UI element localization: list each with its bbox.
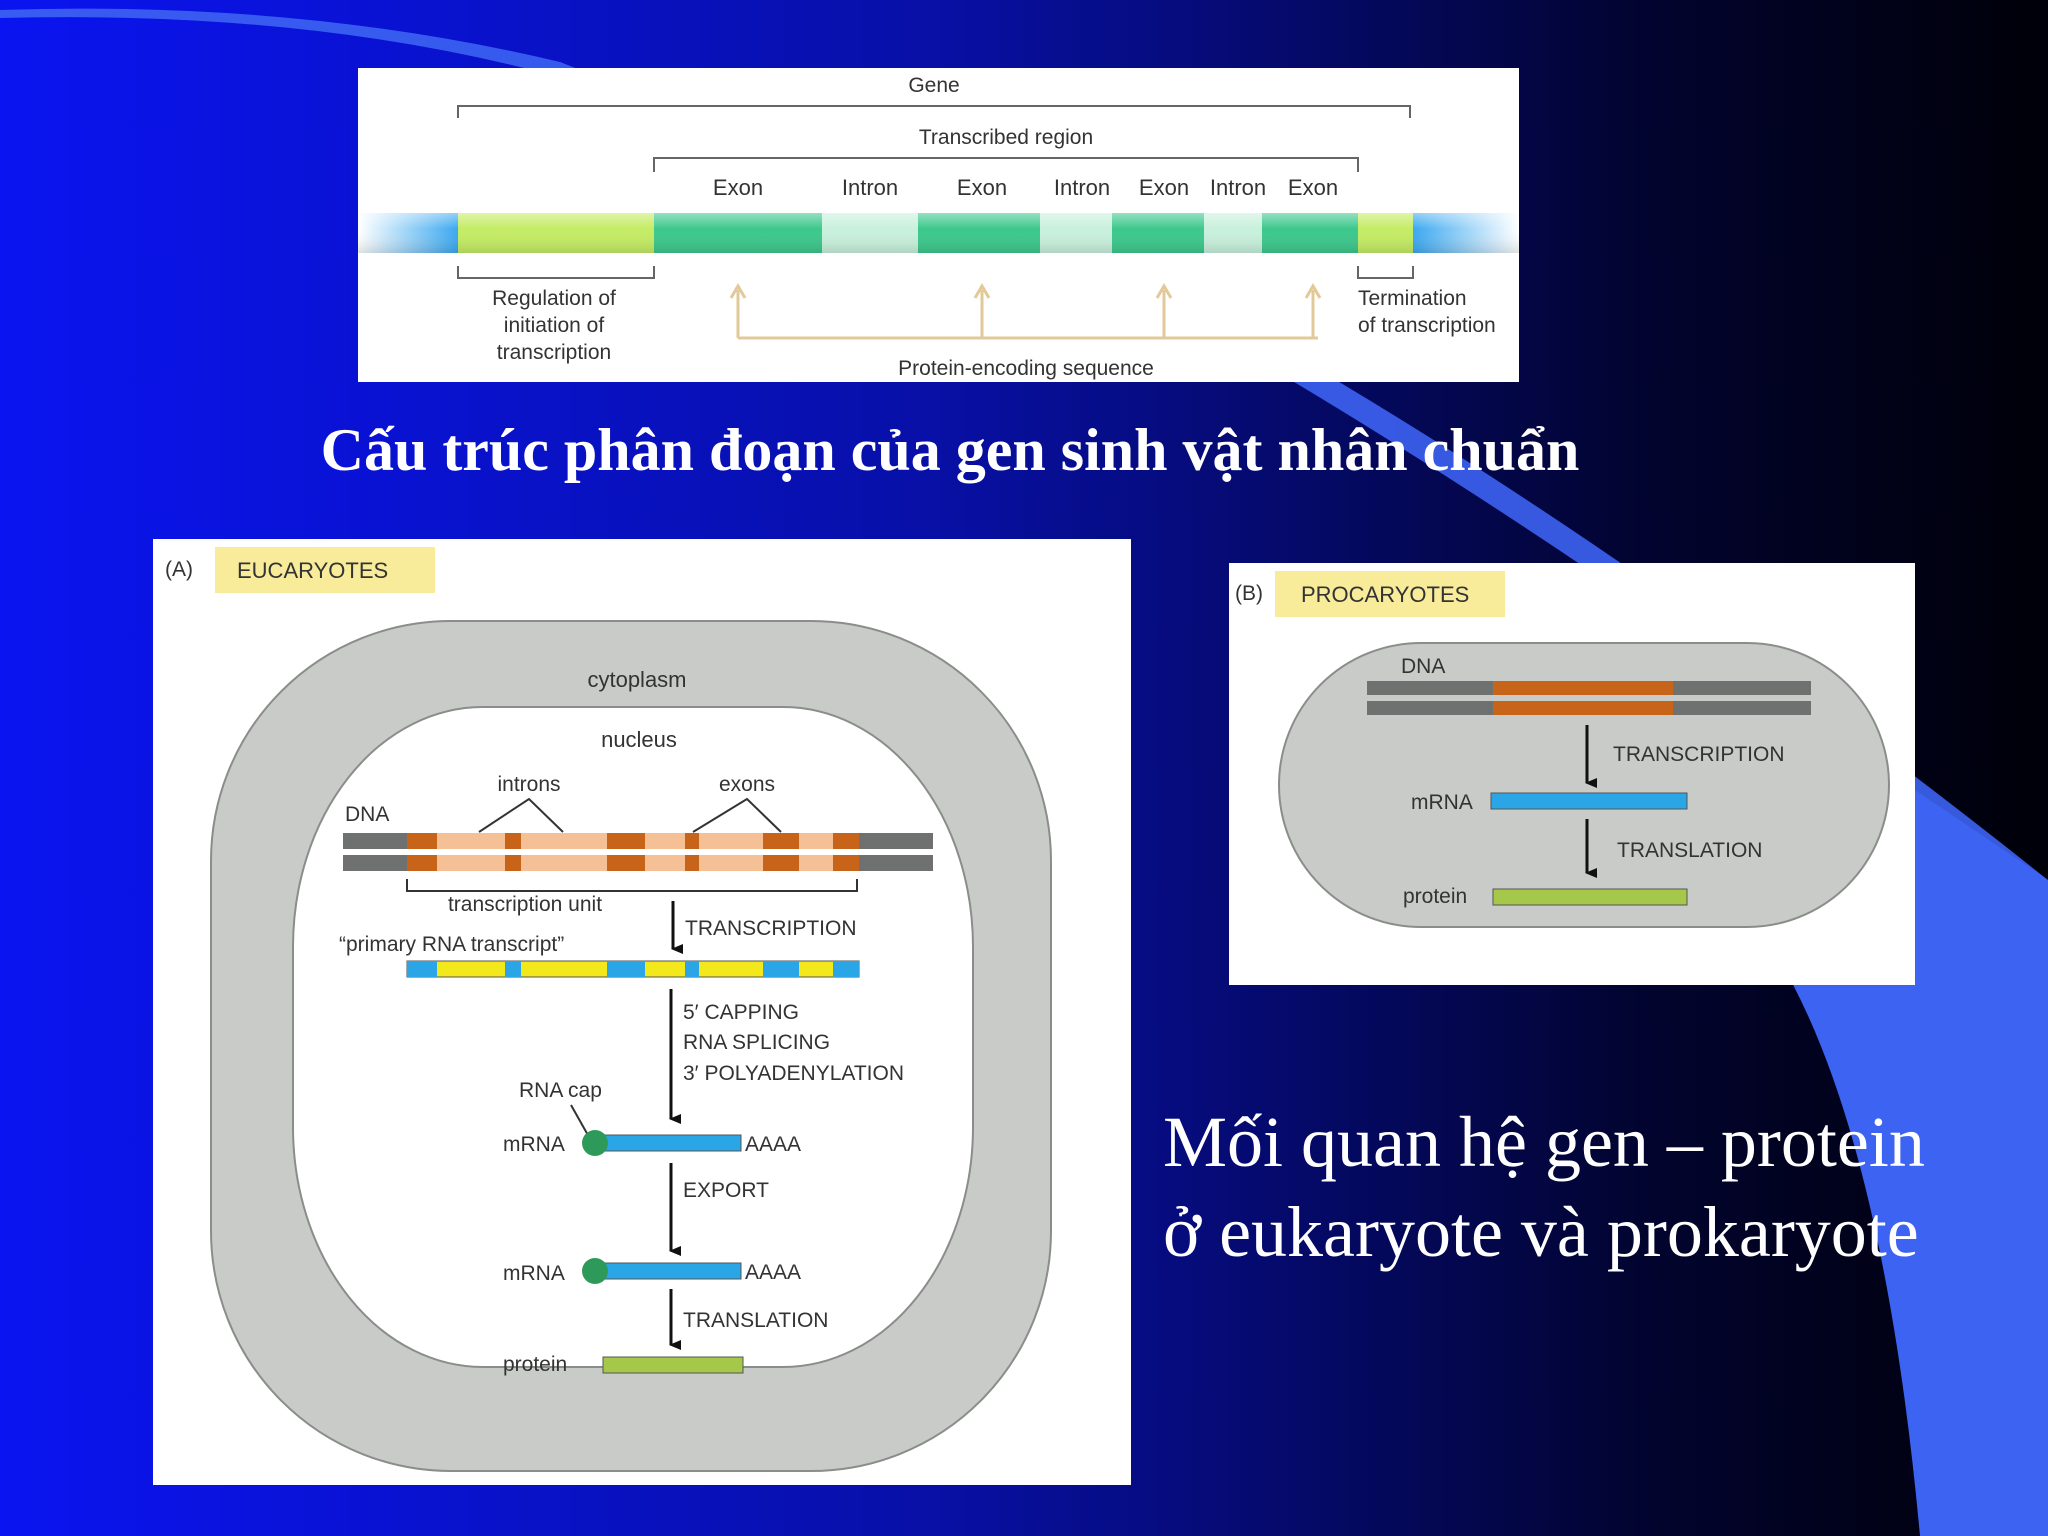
exon-block [407, 833, 437, 849]
segment-label-intron: Intron [1054, 175, 1110, 200]
exon-block [763, 833, 799, 849]
slide-title: Cấu trúc phân đoạn của gen sinh vật nhân… [320, 417, 1580, 483]
prokaryote-figure: (B) PROCARYOTES DNA TRANSCRIPTION mRNA T… [1229, 563, 1915, 985]
primary-transcript-label: “primary RNA transcript” [339, 933, 564, 956]
exon-block [607, 833, 645, 849]
gene-structure-figure: Gene Transcribed region Exon Intron Exon… [358, 68, 1519, 382]
introns-pointer [478, 797, 564, 833]
mrna-label-nucleus: mRNA [503, 1133, 565, 1156]
gene-label: Gene [908, 74, 959, 97]
mrna-label: mRNA [1411, 791, 1473, 814]
translation-label: TRANSLATION [1617, 839, 1762, 862]
protein-label: protein [1403, 885, 1467, 908]
protein-encoding-label: Protein-encoding sequence [898, 357, 1154, 380]
eukaryote-dna [343, 833, 933, 871]
regulation-label-line1: Regulation of [492, 287, 616, 310]
exon-block [505, 833, 521, 849]
protein-bar [602, 1356, 744, 1374]
protein-encoding-connector [729, 283, 1322, 340]
panel-label-box [215, 547, 435, 593]
segment-label-intron: Intron [842, 175, 898, 200]
polya-label-nucleus: AAAA [745, 1133, 801, 1156]
exon-block [685, 833, 699, 849]
panel-letter-a: (A) [165, 558, 193, 581]
panel-letter-b: (B) [1235, 582, 1263, 605]
primary-rna-transcript [406, 960, 860, 978]
gene-dna-bar [358, 213, 1519, 253]
translation-label: TRANSLATION [683, 1309, 828, 1332]
rna-cap-icon [582, 1130, 608, 1156]
splicing-label: RNA SPLICING [683, 1031, 830, 1054]
dna-label: DNA [1401, 655, 1445, 678]
introns-label: introns [497, 773, 560, 796]
panel-label-box [1275, 571, 1505, 617]
protein-bar [1492, 888, 1688, 906]
caption-line-1: Mối quan hệ gen – protein [1163, 1102, 1925, 1182]
gene-block [1493, 681, 1673, 695]
segment-label-exon: Exon [1288, 175, 1338, 200]
transcription-unit-label: transcription unit [448, 893, 602, 916]
segment-label-intron: Intron [1210, 175, 1266, 200]
rna-cap-label: RNA cap [519, 1079, 602, 1102]
exon-block [833, 833, 859, 849]
termination-label-line2: of transcription [1358, 314, 1496, 337]
dna-label: DNA [345, 803, 389, 826]
mrna-bar-nucleus [598, 1134, 742, 1152]
nucleus-label: nucleus [601, 727, 677, 752]
regulation-bracket [457, 266, 655, 279]
prokaryote-dna [1367, 681, 1811, 715]
termination-bracket [1357, 266, 1414, 279]
segment-label-exon: Exon [957, 175, 1007, 200]
cytoplasm-label: cytoplasm [587, 667, 686, 692]
mrna-label-cytoplasm: mRNA [503, 1262, 565, 1285]
transcription-label: TRANSCRIPTION [1613, 743, 1785, 766]
polya-label-cytoplasm: AAAA [745, 1261, 801, 1284]
transcribed-region-bracket [653, 157, 1359, 172]
transcribed-region-label: Transcribed region [919, 126, 1093, 149]
regulation-label-line3: transcription [497, 341, 611, 364]
exons-pointer [692, 797, 782, 833]
segment-label-exon: Exon [1139, 175, 1189, 200]
panel-label-procaryotes: PROCARYOTES [1301, 582, 1469, 607]
export-label: EXPORT [683, 1179, 769, 1202]
mrna-bar-cytoplasm [598, 1262, 742, 1280]
regulation-label-line2: initiation of [504, 314, 605, 337]
termination-label-line1: Termination [1358, 287, 1467, 310]
gene-bracket [457, 105, 1411, 118]
polyadenylation-label: 3′ POLYADENYLATION [683, 1062, 904, 1085]
rna-cap-pointer [570, 1104, 590, 1138]
eukaryote-figure: (A) EUCARYOTES cytoplasm nucleus introns… [153, 539, 1131, 1485]
exons-label: exons [719, 773, 775, 796]
caption-line-2: ở eukaryote và prokaryote [1163, 1192, 1919, 1272]
transcription-unit-bracket [406, 879, 858, 892]
transcription-label: TRANSCRIPTION [685, 917, 857, 940]
protein-label: protein [503, 1353, 567, 1376]
mrna-bar [1490, 792, 1688, 810]
panel-label-eucaryotes: EUCARYOTES [237, 558, 388, 583]
capping-label: 5′ CAPPING [683, 1001, 799, 1024]
rna-cap-icon [582, 1258, 608, 1284]
segment-label-exon: Exon [713, 175, 763, 200]
